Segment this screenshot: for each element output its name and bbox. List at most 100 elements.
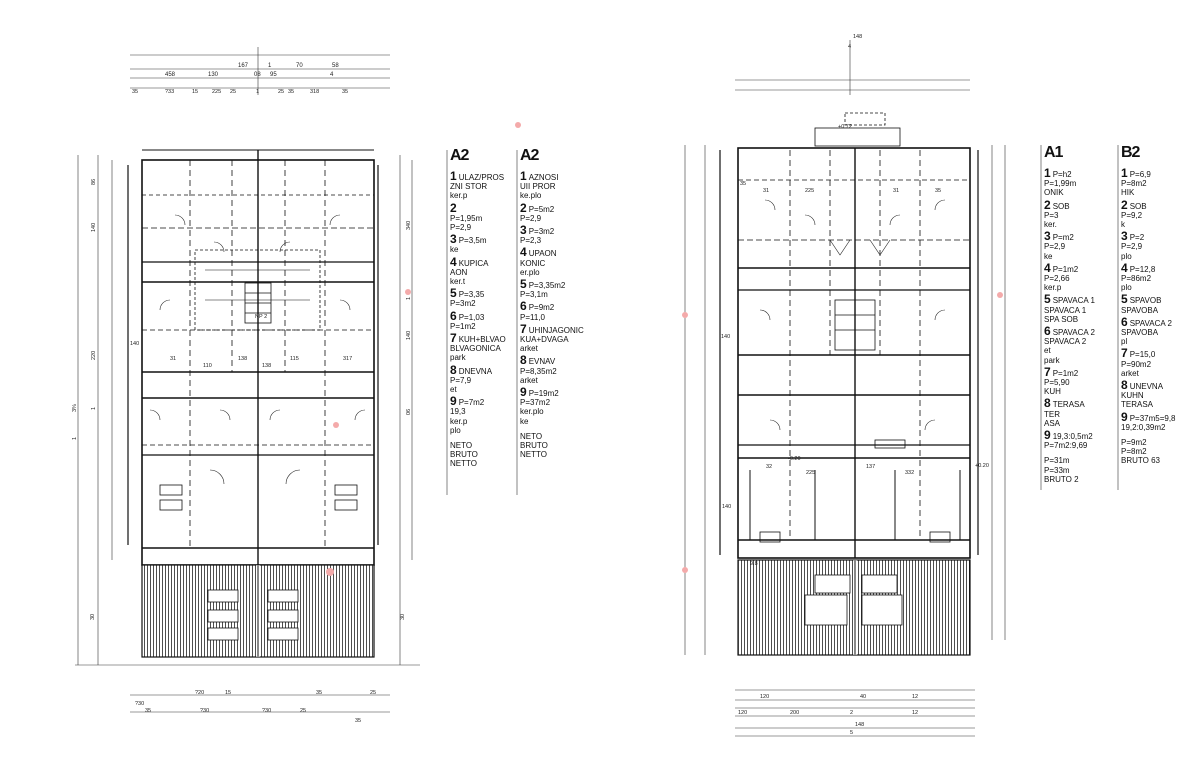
summary-line: NETO bbox=[450, 441, 473, 451]
room-number: 9 bbox=[520, 385, 527, 400]
room-text: P=12,8 bbox=[1129, 264, 1156, 274]
room-text: ker. bbox=[1044, 220, 1057, 230]
room-line: ke bbox=[450, 245, 514, 254]
room-text: EVNAV bbox=[528, 357, 556, 367]
room-line: ONIK bbox=[1044, 188, 1114, 197]
room-text: k bbox=[1121, 220, 1125, 230]
dimension-label: 35 bbox=[288, 89, 294, 95]
room-text: P=2 bbox=[1129, 233, 1145, 243]
room-line: 2 bbox=[450, 202, 514, 214]
dimension-label: 30 bbox=[90, 614, 96, 620]
room-number: 7 bbox=[520, 321, 527, 336]
summary-line: NETO bbox=[520, 431, 543, 441]
room-text: P=5m2 bbox=[528, 204, 555, 214]
summary-line: BRUTO 63 bbox=[1121, 456, 1160, 466]
room-text: ker.p bbox=[450, 416, 468, 426]
room-number: 7 bbox=[1044, 364, 1051, 379]
room-text: P=7,9 bbox=[450, 375, 472, 385]
dimension-label: 317 bbox=[343, 356, 352, 362]
room-text: ke bbox=[520, 416, 529, 426]
dimension-label: 35 bbox=[740, 181, 746, 187]
room-number: 4 bbox=[1044, 260, 1051, 275]
dimension-label: 110 bbox=[203, 363, 212, 369]
room-text: P=2,9 bbox=[1044, 242, 1066, 252]
room-number: 8 bbox=[1044, 396, 1051, 411]
room-line: SPAVACA 1 bbox=[1044, 306, 1114, 315]
room-text: P=7m2:9,69 bbox=[1044, 441, 1088, 451]
dimension-label: 25 bbox=[370, 690, 376, 696]
room-text: arket bbox=[520, 375, 538, 385]
room-text: P=1,03 bbox=[458, 312, 485, 322]
room-text: P=2,3 bbox=[520, 236, 542, 246]
room-text: plo bbox=[450, 425, 461, 435]
room-text: P=86m2 bbox=[1121, 274, 1152, 284]
room-line: arket bbox=[520, 344, 594, 353]
room-line: P=3,1m bbox=[520, 290, 594, 299]
room-text: P=15,0 bbox=[1129, 350, 1156, 360]
room-text: ASA bbox=[1044, 418, 1061, 428]
room-text: P=3m2 bbox=[450, 299, 476, 309]
room-line: KUH bbox=[1044, 387, 1114, 396]
dimension-label: NP 2 bbox=[255, 314, 267, 320]
room-text: P=5,90 bbox=[1044, 378, 1070, 388]
room-line: P=3m2 bbox=[450, 299, 514, 308]
dimension-label: +0.20 bbox=[975, 463, 989, 469]
dimension-label: 4 bbox=[330, 72, 334, 78]
dimension-label: ?30 bbox=[135, 701, 144, 707]
room-text: P=1,95m bbox=[450, 213, 483, 223]
room-line: P=9,2 bbox=[1121, 211, 1195, 220]
room-text: 19,3:0,5m2 bbox=[1052, 432, 1093, 442]
room-line: et bbox=[1044, 346, 1114, 355]
table-b-header: A2 bbox=[520, 147, 539, 164]
dimension-label: 31 bbox=[170, 356, 176, 362]
room-line: P=2,9 bbox=[1044, 242, 1114, 251]
room-text: P=11,0 bbox=[520, 312, 545, 322]
dimension-label: 2 bbox=[850, 710, 853, 716]
summary-line: P=31m bbox=[1044, 456, 1070, 466]
dimension-label: 35 bbox=[316, 690, 322, 696]
room-number: 9 bbox=[450, 394, 457, 409]
room-line: P=5,90 bbox=[1044, 378, 1114, 387]
room-text: P=90m2 bbox=[1121, 359, 1152, 369]
dimension-label: 12 bbox=[912, 694, 918, 700]
room-text: ke.plo bbox=[520, 191, 542, 201]
room-line: plo bbox=[1121, 252, 1195, 261]
room-line: P=2,9 bbox=[520, 214, 594, 223]
room-line: P=2,66 bbox=[1044, 274, 1114, 283]
right-floor-plan bbox=[682, 40, 1006, 737]
room-line: P=11,0 bbox=[520, 313, 594, 322]
room-text: TERASA bbox=[1052, 400, 1085, 410]
room-text: 19,2:0,39m2 bbox=[1121, 422, 1166, 432]
dimension-label: 138 bbox=[238, 356, 247, 362]
room-text: P=3,1m bbox=[520, 290, 548, 300]
room-text: P=7m2 bbox=[458, 398, 485, 408]
room-text: SPAVACA 2 bbox=[1129, 318, 1172, 328]
summary-line: BRUTO 2 bbox=[1044, 474, 1079, 484]
dimension-label: 225 bbox=[805, 188, 814, 194]
room-text: KUH bbox=[1044, 387, 1061, 397]
room-line: SPAVOBA bbox=[1121, 306, 1195, 315]
